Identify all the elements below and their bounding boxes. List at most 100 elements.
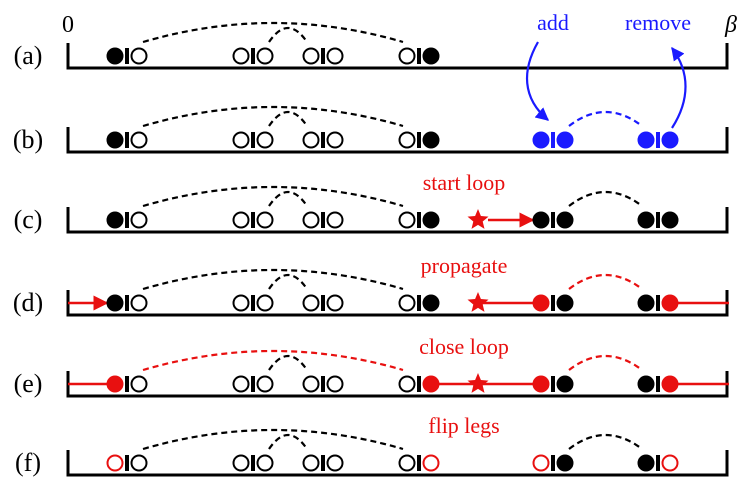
link-arc — [142, 21, 404, 44]
filled-leg-icon — [637, 454, 655, 472]
diagram-row: (d)propagate — [13, 253, 729, 317]
vertex — [106, 211, 148, 229]
add-arrow — [526, 41, 550, 121]
vertex — [532, 375, 574, 393]
vertex — [106, 294, 148, 312]
link-arc — [268, 354, 308, 371]
vertex — [637, 131, 679, 149]
vertex-bar — [551, 295, 555, 311]
vertex-bar — [551, 212, 555, 228]
open-leg-icon — [302, 211, 320, 229]
vertex-bar — [125, 212, 129, 228]
vertex-bar — [656, 376, 660, 392]
remove-arrow — [671, 46, 687, 129]
vertex — [232, 375, 274, 393]
open-leg-icon — [130, 211, 148, 229]
vertex — [106, 375, 148, 393]
vertex — [302, 47, 344, 65]
vertex — [398, 47, 440, 65]
open-leg-icon — [232, 211, 250, 229]
time-axis-line — [66, 127, 729, 154]
open-leg-icon — [398, 454, 416, 472]
annotation-label: flip legs — [428, 413, 500, 438]
link-arc — [268, 26, 308, 43]
filled-leg-icon — [556, 131, 574, 149]
filled-leg-icon — [422, 294, 440, 312]
vertex-bar — [417, 295, 421, 311]
filled-leg-icon — [661, 211, 679, 229]
filled-leg-icon — [661, 294, 679, 312]
vertex-bar — [125, 48, 129, 64]
filled-leg-icon — [422, 47, 440, 65]
link-arc — [142, 185, 404, 208]
open-leg-icon — [302, 375, 320, 393]
annotation-label: add — [537, 10, 569, 35]
vertex — [302, 375, 344, 393]
open-leg-icon — [232, 454, 250, 472]
vertex — [302, 131, 344, 149]
filled-leg-icon — [422, 375, 440, 393]
vertex-bar — [551, 455, 555, 471]
open-leg-icon — [130, 294, 148, 312]
vertex — [532, 131, 574, 149]
vertex-bar — [551, 132, 555, 148]
worm-head-star-icon — [467, 373, 489, 393]
link-arc — [142, 428, 404, 451]
open-leg-icon — [398, 294, 416, 312]
link-arc — [568, 433, 643, 450]
filled-leg-icon — [556, 375, 574, 393]
open-leg-icon — [398, 375, 416, 393]
open-leg-icon — [326, 211, 344, 229]
filled-leg-icon — [106, 47, 124, 65]
link-arc — [142, 349, 404, 372]
link-arc — [268, 433, 308, 450]
time-axis-line — [66, 371, 729, 398]
filled-leg-icon — [637, 211, 655, 229]
open-leg-icon — [661, 454, 679, 472]
open-leg-icon — [256, 454, 274, 472]
open-leg-icon — [130, 47, 148, 65]
vertex-bar — [551, 376, 555, 392]
diagram-row: (f) flip legs — [15, 413, 729, 477]
open-leg-icon — [422, 454, 440, 472]
open-leg-icon — [398, 47, 416, 65]
vertex-bar — [417, 455, 421, 471]
vertex — [232, 131, 274, 149]
vertex — [398, 454, 440, 472]
vertex-bar — [251, 212, 255, 228]
diagram-row: (c)start loop — [14, 170, 729, 234]
vertex-bar — [417, 132, 421, 148]
vertex-bar — [125, 132, 129, 148]
open-leg-icon — [256, 294, 274, 312]
vertex-bar — [656, 132, 660, 148]
filled-leg-icon — [422, 131, 440, 149]
filled-leg-icon — [661, 131, 679, 149]
vertex-bar — [251, 48, 255, 64]
open-leg-icon — [256, 211, 274, 229]
vertex-bar — [321, 132, 325, 148]
worm-head-star-icon — [467, 292, 489, 312]
link-arc — [568, 354, 643, 371]
open-leg-icon — [302, 131, 320, 149]
time-axis-line — [66, 450, 729, 477]
vertex-bar — [125, 455, 129, 471]
filled-leg-icon — [422, 211, 440, 229]
vertex — [637, 375, 679, 393]
open-leg-icon — [532, 454, 550, 472]
filled-leg-icon — [106, 375, 124, 393]
row-label: (e) — [14, 369, 43, 398]
open-leg-icon — [398, 211, 416, 229]
row-label: (f) — [15, 448, 41, 477]
filled-leg-icon — [106, 131, 124, 149]
vertex — [232, 211, 274, 229]
open-leg-icon — [130, 131, 148, 149]
filled-leg-icon — [532, 294, 550, 312]
open-leg-icon — [398, 131, 416, 149]
vertex — [232, 47, 274, 65]
link-arc — [142, 105, 404, 128]
open-leg-icon — [256, 375, 274, 393]
link-arc — [268, 273, 308, 290]
annotation-label: start loop — [423, 170, 506, 195]
